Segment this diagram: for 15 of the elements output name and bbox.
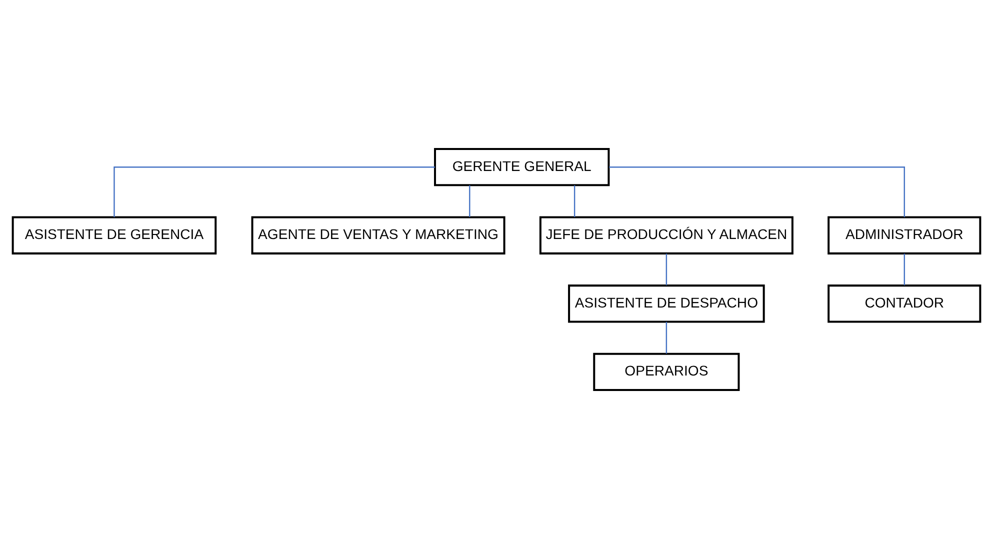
connector: [469, 185, 470, 218]
node-box: GERENTE GENERAL: [434, 148, 610, 186]
connector: [904, 254, 905, 286]
node-box: ASISTENTE DE GERENCIA: [12, 216, 217, 254]
connector: [666, 254, 668, 286]
connector: [574, 185, 576, 218]
connector: [666, 322, 668, 354]
node-box: CONTADOR: [828, 284, 982, 323]
node-box: AGENTE DE VENTAS Y MARKETING: [251, 216, 506, 254]
node-box: ADMINISTRADOR: [828, 216, 982, 254]
node-box: ASISTENTE DE DESPACHO: [568, 284, 765, 323]
node-box: OPERARIOS: [593, 352, 740, 391]
connector: [609, 166, 905, 218]
node-box: JEFE DE PRODUCCIÓN Y ALMACEN: [539, 216, 794, 254]
connector: [114, 166, 435, 218]
